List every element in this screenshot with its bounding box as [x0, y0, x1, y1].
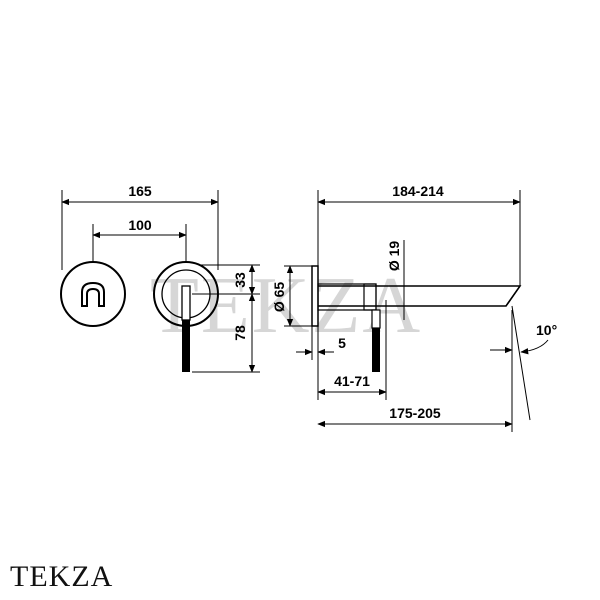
dim-label-65: Ø 65: [271, 282, 287, 313]
dim-label-175-205: 175-205: [389, 405, 441, 421]
dim-label-41-71: 41-71: [334, 373, 370, 389]
dim-label-165: 165: [128, 183, 152, 199]
wall-plate: [311, 265, 319, 327]
dim-label-184-214: 184-214: [392, 183, 444, 199]
side-handle-lever: [372, 328, 380, 372]
handle-lever: [182, 320, 190, 372]
spout-tip: [505, 285, 521, 307]
handle-neck: [181, 285, 191, 321]
spout-outlet-icon: [81, 281, 105, 307]
dim-label-78: 78: [232, 325, 248, 341]
dim-label-100: 100: [128, 217, 152, 233]
angle-ray: [511, 305, 531, 421]
brand-logo-text: TEKZA: [10, 560, 114, 593]
side-handle-neck: [371, 309, 381, 329]
dim-label-angle: 10°: [536, 322, 557, 338]
angle-arc: [520, 339, 549, 355]
dim-label-19: Ø 19: [386, 241, 402, 272]
dim-label-5: 5: [338, 335, 346, 351]
left-rosette-outline: [60, 261, 126, 327]
dim-label-33: 33: [232, 272, 248, 288]
handle-collar: [363, 283, 377, 311]
